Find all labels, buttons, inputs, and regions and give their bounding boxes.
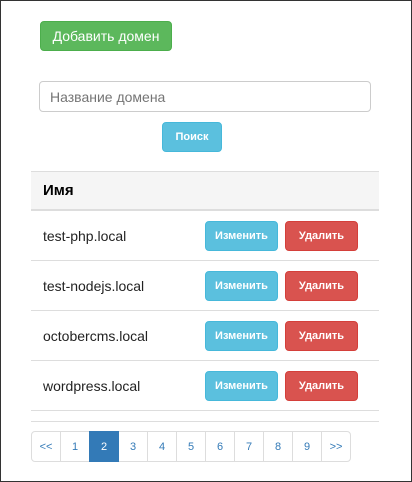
delete-button[interactable]: Удалить [285, 371, 358, 401]
delete-button[interactable]: Удалить [285, 221, 358, 251]
table-row: test-nodejs.local Изменить Удалить [31, 261, 379, 311]
page-link-4[interactable]: 4 [147, 431, 177, 462]
page-link-1[interactable]: 1 [60, 431, 90, 462]
edit-button[interactable]: Изменить [205, 321, 278, 351]
domain-name: wordpress.local [43, 377, 141, 394]
page-link-6[interactable]: 6 [205, 431, 235, 462]
page-link-2[interactable]: 2 [89, 431, 119, 462]
page-link-5[interactable]: 5 [176, 431, 206, 462]
add-domain-button[interactable]: Добавить домен [40, 21, 172, 51]
table-header-name: Имя [31, 171, 379, 211]
edit-button[interactable]: Изменить [205, 221, 278, 251]
page-prev-link[interactable]: << [31, 431, 61, 462]
search-button[interactable]: Поиск [162, 122, 222, 152]
domain-name: octobercms.local [43, 327, 149, 344]
page-link-8[interactable]: 8 [263, 431, 293, 462]
table-row: test-php.local Изменить Удалить [31, 211, 379, 261]
edit-button[interactable]: Изменить [205, 371, 278, 401]
domains-table: Имя test-php.local Изменить Удалить test… [31, 171, 379, 411]
page-link-3[interactable]: 3 [118, 431, 148, 462]
page-next-link[interactable]: >> [321, 431, 351, 462]
pagination: << 1 2 3 4 5 6 7 8 9 >> [31, 431, 351, 462]
domain-name: test-php.local [43, 227, 127, 244]
table-divider [31, 421, 379, 422]
domain-name: test-nodejs.local [43, 277, 145, 294]
delete-button[interactable]: Удалить [285, 321, 358, 351]
page-link-9[interactable]: 9 [292, 431, 322, 462]
domain-search-input[interactable] [39, 81, 371, 112]
table-row: wordpress.local Изменить Удалить [31, 361, 379, 411]
table-row: octobercms.local Изменить Удалить [31, 311, 379, 361]
edit-button[interactable]: Изменить [205, 271, 278, 301]
page-link-7[interactable]: 7 [234, 431, 264, 462]
delete-button[interactable]: Удалить [285, 271, 358, 301]
